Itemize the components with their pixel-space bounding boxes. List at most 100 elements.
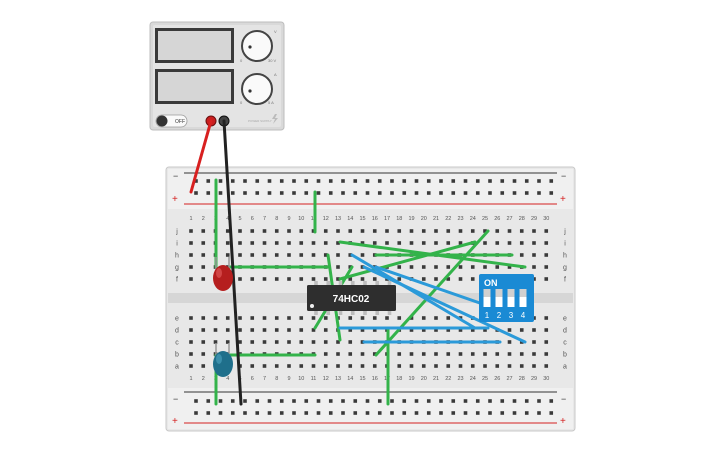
breadboard-hole[interactable] — [434, 241, 438, 245]
rail-hole[interactable] — [243, 411, 247, 415]
breadboard-hole[interactable] — [532, 352, 536, 356]
breadboard-hole[interactable] — [348, 277, 353, 281]
rail-hole[interactable] — [304, 191, 309, 195]
breadboard-hole[interactable] — [372, 241, 377, 245]
breadboard-hole[interactable] — [336, 253, 340, 257]
rail-hole[interactable] — [524, 191, 529, 195]
rail-hole[interactable] — [353, 191, 358, 195]
dip-toggle-knob[interactable] — [483, 289, 491, 297]
breadboard-hole[interactable] — [544, 352, 549, 356]
breadboard-hole[interactable] — [507, 229, 512, 233]
rail-hole[interactable] — [414, 179, 419, 183]
rail-hole[interactable] — [255, 191, 260, 195]
breadboard-hole[interactable] — [360, 352, 365, 356]
rail-hole[interactable] — [500, 399, 505, 403]
rail-hole[interactable] — [512, 191, 517, 195]
rail-hole[interactable] — [390, 179, 394, 183]
breadboard-hole[interactable] — [544, 265, 549, 269]
breadboard-hole[interactable] — [348, 364, 353, 368]
breadboard-hole[interactable] — [287, 316, 291, 320]
rail-hole[interactable] — [218, 179, 223, 183]
breadboard-hole[interactable] — [495, 364, 500, 368]
rail-hole[interactable] — [255, 179, 260, 183]
breadboard-hole[interactable] — [323, 328, 328, 332]
rail-hole[interactable] — [243, 399, 247, 403]
rail-hole[interactable] — [341, 191, 345, 195]
rail-hole[interactable] — [537, 179, 541, 183]
wire-red-power[interactable] — [189, 119, 213, 194]
breadboard-hole[interactable] — [287, 277, 291, 281]
breadboard-hole[interactable] — [311, 277, 316, 281]
breadboard-hole[interactable] — [470, 328, 475, 332]
rail-hole[interactable] — [267, 191, 272, 195]
breadboard-hole[interactable] — [434, 265, 438, 269]
rail-hole[interactable] — [390, 411, 394, 415]
rail-hole[interactable] — [316, 179, 321, 183]
rail-hole[interactable] — [304, 411, 309, 415]
breadboard-hole[interactable] — [372, 316, 377, 320]
breadboard-hole[interactable] — [201, 265, 206, 269]
breadboard-hole[interactable] — [299, 229, 304, 233]
breadboard-hole[interactable] — [483, 241, 487, 245]
rail-hole[interactable] — [279, 399, 284, 403]
breadboard-hole[interactable] — [470, 364, 475, 368]
breadboard-hole[interactable] — [483, 352, 487, 356]
rail-hole[interactable] — [255, 399, 260, 403]
rail-hole[interactable] — [451, 191, 456, 195]
breadboard-hole[interactable] — [323, 253, 328, 257]
breadboard-hole[interactable] — [421, 265, 426, 269]
breadboard-hole[interactable] — [544, 328, 549, 332]
rail-hole[interactable] — [451, 179, 456, 183]
rail-hole[interactable] — [206, 411, 211, 415]
rail-hole[interactable] — [292, 411, 296, 415]
rail-hole[interactable] — [218, 411, 223, 415]
dip-toggle-knob[interactable] — [495, 289, 503, 297]
rail-hole[interactable] — [328, 399, 333, 403]
breadboard-hole[interactable] — [250, 316, 255, 320]
rail-hole[interactable] — [353, 411, 358, 415]
rail-hole[interactable] — [475, 179, 480, 183]
rail-hole[interactable] — [475, 399, 480, 403]
rail-hole[interactable] — [218, 399, 223, 403]
breadboard-hole[interactable] — [360, 229, 365, 233]
breadboard-hole[interactable] — [397, 352, 402, 356]
breadboard-hole[interactable] — [532, 364, 536, 368]
rail-hole[interactable] — [463, 411, 468, 415]
rail-hole[interactable] — [488, 411, 492, 415]
breadboard-hole[interactable] — [225, 340, 230, 344]
breadboard-hole[interactable] — [446, 265, 451, 269]
led-blue[interactable] — [213, 343, 233, 377]
breadboard-hole[interactable] — [507, 352, 512, 356]
rail-hole[interactable] — [328, 411, 333, 415]
breadboard-hole[interactable] — [507, 340, 512, 344]
rail-hole[interactable] — [549, 191, 554, 195]
rail-hole[interactable] — [243, 191, 247, 195]
breadboard-hole[interactable] — [213, 340, 218, 344]
power-supply[interactable]: 0 30 V V 0 5 A A OFF POWER SUPPLY — [149, 21, 285, 131]
rail-hole[interactable] — [463, 399, 468, 403]
breadboard-hole[interactable] — [238, 241, 242, 245]
breadboard-hole[interactable] — [544, 253, 549, 257]
breadboard-hole[interactable] — [189, 229, 193, 233]
breadboard-hole[interactable] — [385, 229, 389, 233]
rail-hole[interactable] — [267, 411, 272, 415]
breadboard-hole[interactable] — [201, 316, 206, 320]
breadboard-hole[interactable] — [372, 328, 377, 332]
breadboard-hole[interactable] — [409, 352, 414, 356]
breadboard-hole[interactable] — [507, 241, 512, 245]
breadboard-hole[interactable] — [201, 241, 206, 245]
breadboard-hole[interactable] — [225, 253, 230, 257]
breadboard-hole[interactable] — [434, 364, 438, 368]
rail-hole[interactable] — [549, 411, 554, 415]
dip-toggle-slot[interactable] — [483, 289, 491, 307]
breadboard-hole[interactable] — [323, 364, 328, 368]
breadboard-hole[interactable] — [201, 253, 206, 257]
breadboard-hole[interactable] — [311, 316, 316, 320]
breadboard-hole[interactable] — [421, 316, 426, 320]
rail-hole[interactable] — [292, 399, 296, 403]
breadboard-hole[interactable] — [446, 364, 451, 368]
rail-hole[interactable] — [341, 399, 345, 403]
rail-hole[interactable] — [414, 191, 419, 195]
breadboard-hole[interactable] — [299, 316, 304, 320]
rail-hole[interactable] — [316, 399, 321, 403]
